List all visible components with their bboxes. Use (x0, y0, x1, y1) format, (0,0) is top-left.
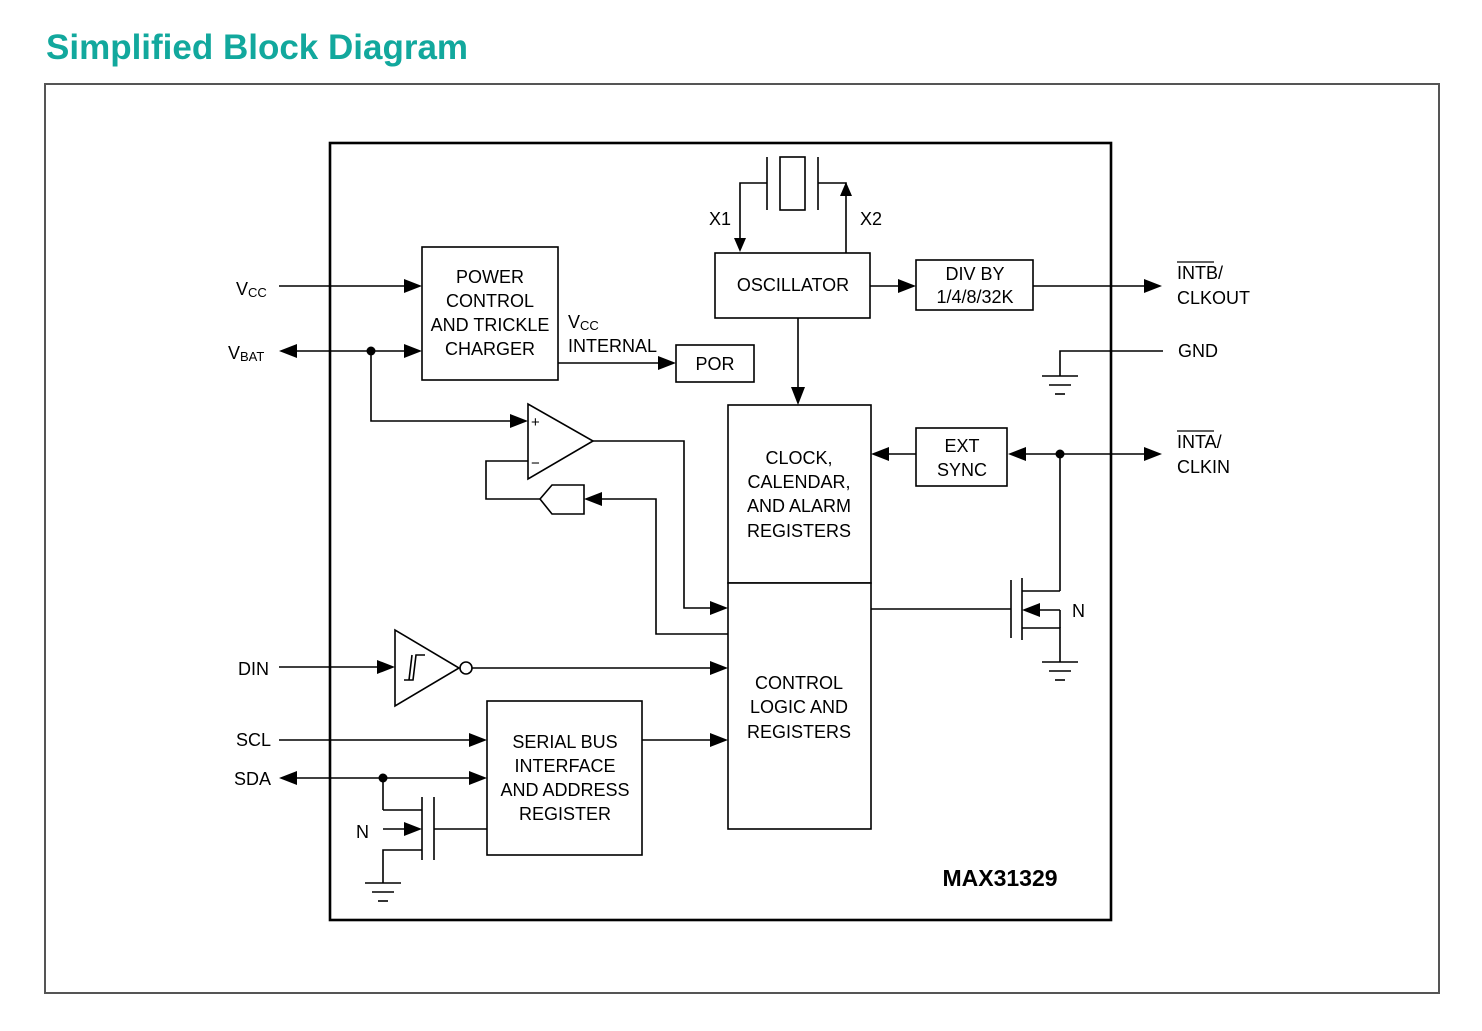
wire-vcc-internal (558, 356, 676, 370)
pin-clkin: CLKIN (1177, 457, 1230, 477)
svg-text:1/4/8/32K: 1/4/8/32K (936, 287, 1013, 307)
wire-vcc (279, 279, 422, 293)
svg-text:CONTROL: CONTROL (446, 291, 534, 311)
label-x1: X1 (709, 209, 731, 229)
serial-bus-block: SERIAL BUS INTERFACE AND ADDRESS REGISTE… (486, 700, 643, 856)
oscillator-block: OSCILLATOR (714, 252, 871, 319)
crystal-icon (734, 156, 852, 253)
por-block: POR (675, 344, 755, 383)
svg-text:LOGIC AND: LOGIC AND (750, 697, 848, 717)
ground-symbol-gnd (1042, 350, 1163, 395)
diagram-frame (44, 83, 1440, 994)
svg-text:CALENDAR,: CALENDAR, (747, 472, 850, 492)
nmos-transistor-sda-icon (365, 797, 487, 902)
svg-text:AND ADDRESS: AND ADDRESS (500, 780, 629, 800)
pin-gnd: GND (1178, 341, 1218, 361)
svg-text:POR: POR (695, 354, 734, 374)
pin-intb: INTB/ (1177, 263, 1223, 283)
svg-text:SERIAL BUS: SERIAL BUS (512, 732, 617, 752)
svg-text:DIV BY: DIV BY (945, 264, 1004, 284)
svg-text:SYNC: SYNC (937, 460, 987, 480)
svg-text:REGISTER: REGISTER (519, 804, 611, 824)
clock-calendar-block: CLOCK, CALENDAR, AND ALARM REGISTERS (727, 404, 872, 584)
svg-text:REGISTERS: REGISTERS (747, 521, 851, 541)
label-nmos-sda: N (356, 822, 369, 842)
svg-text:−: − (531, 455, 540, 472)
svg-text:REGISTERS: REGISTERS (747, 722, 851, 742)
svg-text:EXT: EXT (944, 436, 979, 456)
wire-vbat (279, 344, 528, 428)
svg-text:CHARGER: CHARGER (445, 339, 535, 359)
chip-name: MAX31329 (942, 865, 1057, 891)
ext-sync-block: EXT SYNC (915, 427, 1008, 487)
wire-scl (279, 733, 487, 747)
wire-extsync-to-clock (871, 447, 916, 461)
label-vcc-internal: VCC (568, 312, 599, 333)
label-x2: X2 (860, 209, 882, 229)
svg-text:INTERFACE: INTERFACE (514, 756, 615, 776)
pin-din: DIN (238, 659, 269, 679)
power-control-block: POWER CONTROL AND TRICKLE CHARGER (421, 246, 559, 381)
pin-scl: SCL (236, 730, 271, 750)
wire-serial-to-control (642, 733, 728, 747)
page-title: Simplified Block Diagram (46, 28, 469, 67)
svg-text:AND ALARM: AND ALARM (747, 496, 851, 516)
wire-div-to-intb (1033, 279, 1162, 293)
label-nmos-inta: N (1072, 601, 1085, 621)
svg-text:+: + (531, 414, 540, 431)
wire-sda (279, 771, 487, 810)
svg-text:POWER: POWER (456, 267, 524, 287)
label-internal: INTERNAL (568, 336, 657, 356)
wire-osc-to-clock (791, 318, 805, 405)
svg-text:CONTROL: CONTROL (755, 673, 843, 693)
svg-text:AND TRICKLE: AND TRICKLE (431, 315, 550, 335)
pin-vcc: VCC (236, 279, 267, 300)
svg-text:CLOCK,: CLOCK, (765, 448, 832, 468)
divider-block: DIV BY 1/4/8/32K (915, 259, 1034, 311)
buffer-icon (538, 484, 728, 635)
svg-text:OSCILLATOR: OSCILLATOR (737, 275, 849, 295)
comparator-icon: + − (485, 402, 728, 615)
pin-clkout: CLKOUT (1177, 288, 1250, 308)
wire-inta (1008, 447, 1162, 591)
schmitt-trigger-icon (279, 628, 728, 708)
pin-sda: SDA (234, 769, 271, 789)
pin-inta: INTA/ (1177, 432, 1222, 452)
nmos-transistor-inta-icon (871, 578, 1078, 681)
control-logic-block: CONTROL LOGIC AND REGISTERS (727, 582, 872, 830)
chip-outline (328, 141, 1113, 922)
wire-osc-to-div (870, 279, 916, 293)
pin-vbat: VBAT (228, 343, 264, 364)
